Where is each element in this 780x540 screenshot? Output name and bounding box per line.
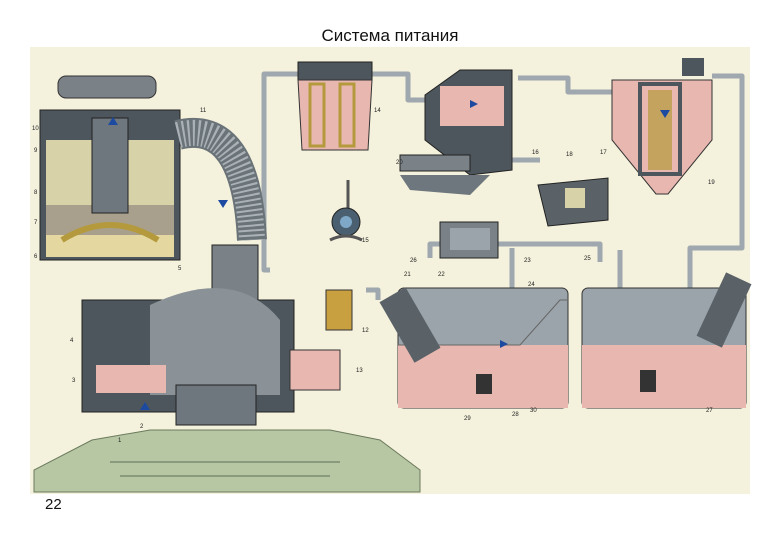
callout-9: 9	[34, 148, 38, 154]
fuel-line-pump-in	[372, 71, 425, 103]
sediment-filter	[297, 61, 373, 151]
callout-15: 15	[362, 238, 369, 244]
fuel-line-carb	[366, 287, 381, 300]
callout-30: 30	[530, 408, 537, 414]
callout-13: 13	[356, 368, 363, 374]
callout-17: 17	[600, 150, 607, 156]
callout-25: 25	[584, 256, 591, 262]
callout-23: 23	[524, 258, 531, 264]
flow-arrows	[108, 100, 670, 410]
callout-6: 6	[34, 254, 38, 260]
fuel-line-tanks-top	[427, 241, 603, 262]
tank-switch-cock	[537, 177, 609, 227]
fuel-pump	[399, 69, 513, 195]
fuel-gauge-panel	[439, 221, 499, 259]
callout-16: 16	[532, 150, 539, 156]
callout-18: 18	[566, 152, 573, 158]
engine	[33, 429, 421, 493]
diagram-title: Система питания	[321, 26, 459, 45]
callout-26: 26	[410, 258, 417, 264]
callout-8: 8	[34, 190, 38, 196]
fuel-tank-left	[379, 287, 569, 409]
fuel-line-left	[261, 71, 300, 273]
fuel-line-right	[687, 73, 745, 288]
air-hose	[174, 117, 267, 241]
fine-filter	[611, 58, 713, 195]
hand-valve	[329, 180, 363, 242]
callout-4: 4	[70, 338, 74, 344]
callout-20: 20	[396, 160, 403, 166]
callout-11: 11	[200, 108, 207, 114]
callout-14: 14	[374, 108, 381, 114]
callout-22: 22	[438, 272, 445, 278]
callout-12: 12	[362, 328, 369, 334]
callout-2: 2	[140, 424, 144, 430]
callout-28: 28	[512, 412, 519, 418]
page-number: 22	[45, 496, 62, 513]
callout-27: 27	[706, 408, 713, 414]
air-filter	[39, 75, 181, 261]
callout-29: 29	[464, 416, 471, 422]
callout-5: 5	[178, 266, 182, 272]
callout-21: 21	[404, 272, 411, 278]
callout-24: 24	[528, 282, 535, 288]
callout-19: 19	[708, 180, 715, 186]
callout-labels: 1 2 3 4 5 6 7 8 9 10 11 12 13 14 15 16 1…	[32, 108, 715, 444]
fuel-tank-right	[581, 272, 752, 409]
callout-7: 7	[34, 220, 38, 226]
callout-1: 1	[118, 438, 122, 444]
carburettor	[81, 244, 353, 426]
callout-10: 10	[32, 126, 39, 132]
fuel-line-pump-out	[518, 75, 618, 95]
callout-3: 3	[72, 378, 76, 384]
